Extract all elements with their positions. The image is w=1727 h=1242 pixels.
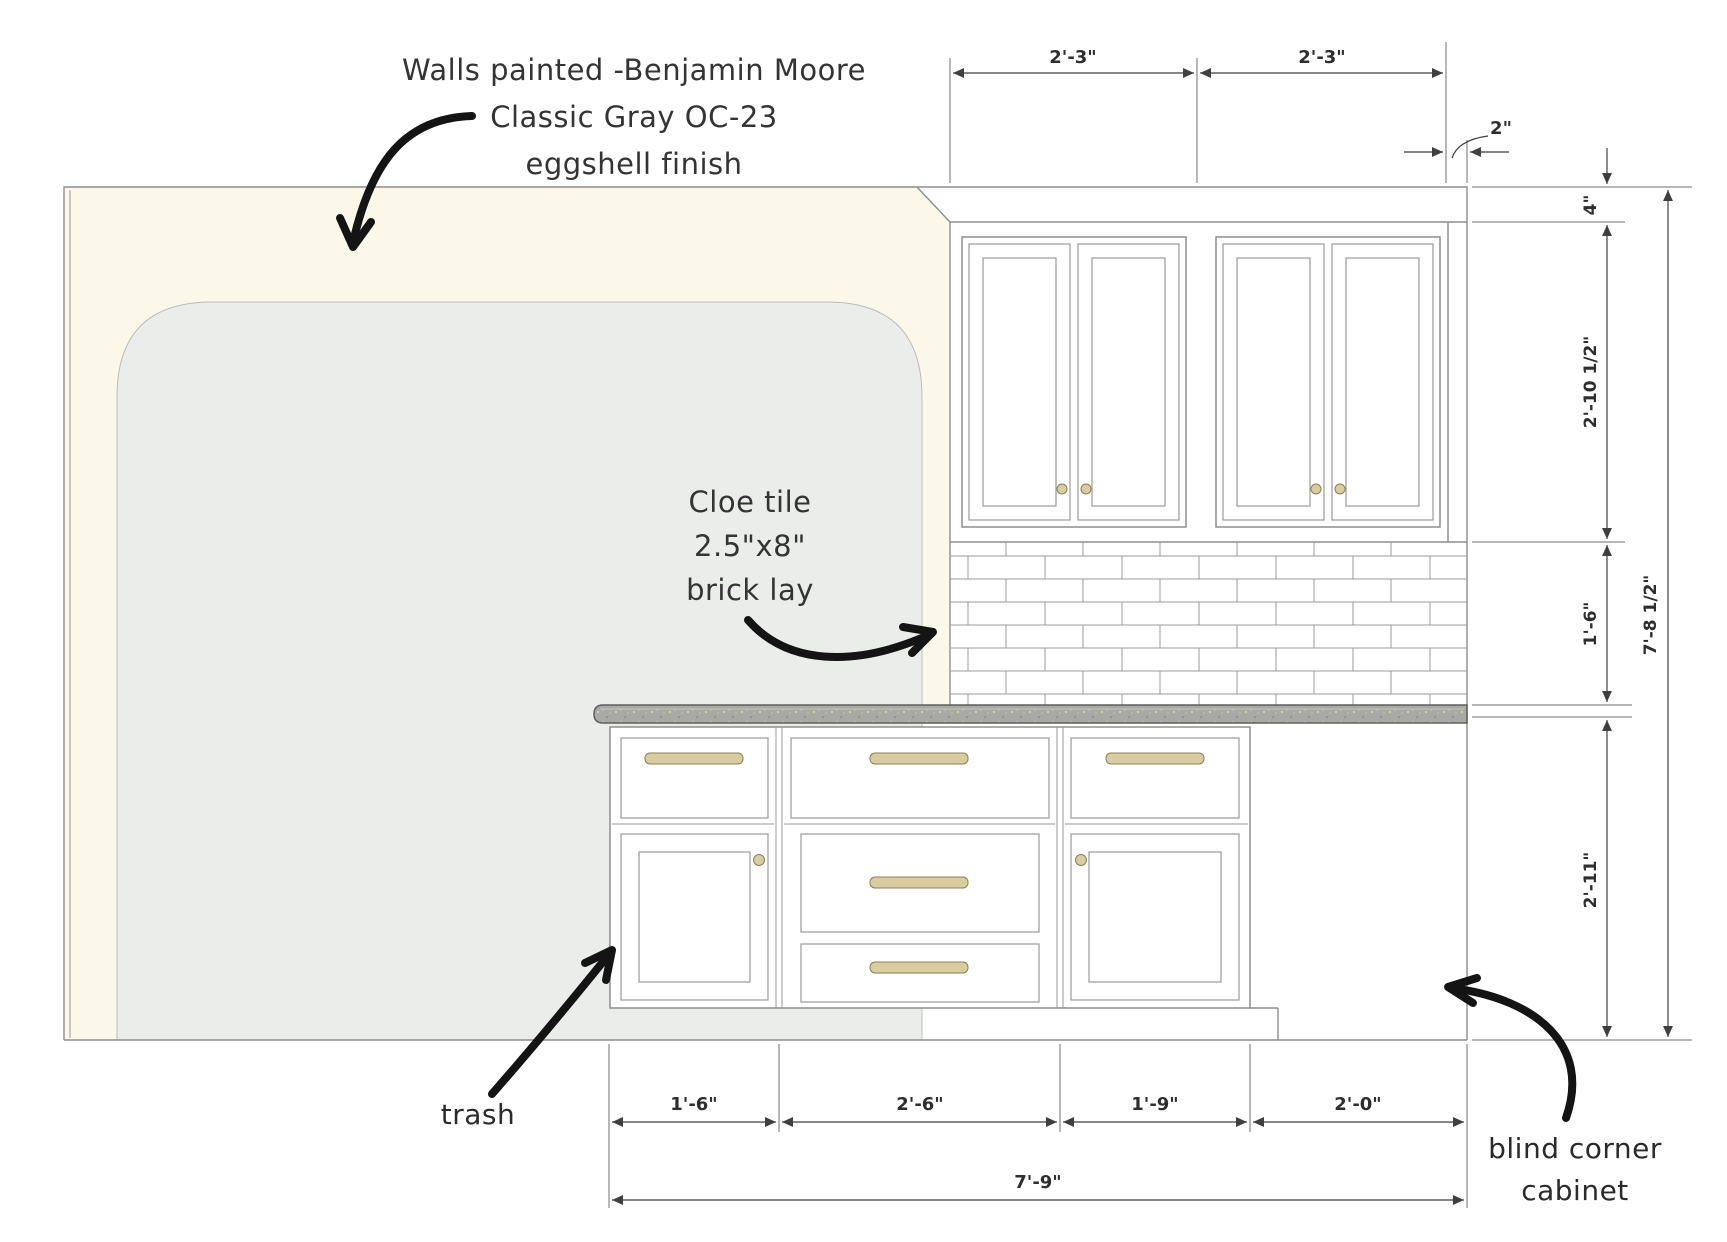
door-knob — [1080, 483, 1092, 495]
dim-upper-height: 2'-10 1/2" — [1581, 336, 1601, 428]
annotation-text: Walls painted -Benjamin Moore — [402, 53, 866, 87]
arrow-head-icon — [899, 623, 937, 657]
annotation-trash: trash — [441, 946, 616, 1131]
annotation-text: eggshell finish — [525, 147, 742, 181]
dim-door-width: 1'-9" — [1131, 1094, 1178, 1115]
dim-soffit: 4" — [1581, 195, 1601, 216]
door-cabinet — [1070, 833, 1240, 1001]
annotation-tile: Cloe tile 2.5"x8" brick lay — [686, 485, 937, 661]
dim-backsplash: 1'-6" — [1581, 602, 1601, 647]
drawer-handle — [1105, 752, 1205, 765]
drawer-front — [800, 833, 1040, 933]
upper-cabinet-run — [950, 221, 1467, 543]
arrow-head-icon — [336, 214, 375, 251]
arrow-head-icon — [1444, 974, 1481, 1007]
countertop — [593, 704, 1468, 724]
door-knob — [1056, 483, 1068, 495]
soffit-diagonal — [916, 186, 951, 223]
annotation-arrow — [744, 616, 928, 661]
door-knob — [1310, 483, 1322, 495]
cabinet-door — [968, 243, 1071, 521]
drawer-front — [790, 737, 1050, 819]
dim-base-height: 2'-11" — [1581, 852, 1601, 909]
annotation-blind-corner: blind corner cabinet — [1444, 974, 1662, 1207]
annotation-text: 2.5"x8" — [694, 529, 806, 563]
dim-upper-right: 2'-3" — [1298, 47, 1345, 68]
top-dimensions: 2'-3" 2'-3" 2" — [949, 42, 1512, 183]
right-dimensions: 4" 2'-10 1/2" 1'-6" 2'-11" 7'-8 1/2" — [1472, 148, 1692, 1041]
dim-trash-width: 1'-6" — [670, 1094, 717, 1115]
dim-drawer-width: 2'-6" — [896, 1094, 943, 1115]
annotation-text: trash — [441, 1098, 515, 1131]
drawer-handle — [869, 752, 969, 765]
drawer-stack — [800, 833, 1040, 1003]
drawer-row — [612, 737, 1248, 825]
annotation-arrow — [488, 954, 610, 1098]
arrow-head-icon — [581, 946, 616, 984]
annotation-text: Classic Gray OC-23 — [490, 100, 778, 134]
annotation-text: brick lay — [686, 573, 814, 607]
annotation-arrow — [1454, 985, 1577, 1122]
drawer-front — [1070, 737, 1240, 819]
drawer-handle — [644, 752, 744, 765]
base-cabinet-run — [609, 726, 1279, 1040]
door-knob — [1334, 483, 1346, 495]
trash-cabinet-door — [620, 833, 769, 1001]
toe-kick — [1250, 1007, 1279, 1040]
door-knob — [1075, 854, 1087, 866]
backsplash-tile — [950, 542, 1467, 712]
door-knob — [753, 854, 765, 866]
annotation-text: blind corner — [1488, 1132, 1662, 1165]
drawer-handle — [869, 961, 969, 974]
annotation-wall-paint: Walls painted -Benjamin Moore Classic Gr… — [336, 53, 866, 251]
upper-cabinet-right — [1215, 236, 1441, 528]
annotation-arrow — [350, 112, 476, 242]
annotation-text: Cloe tile — [689, 485, 812, 519]
cabinet-door — [1077, 243, 1180, 521]
dim-filler: 2" — [1490, 118, 1512, 139]
bottom-dimensions: 1'-6" 2'-6" 1'-9" 2'-0" 7'-9" — [608, 1044, 1468, 1208]
upper-cabinet-left — [961, 236, 1187, 528]
dim-overall-height: 7'-8 1/2" — [1641, 575, 1661, 656]
cabinet-door — [1331, 243, 1434, 521]
annotation-text: cabinet — [1521, 1174, 1629, 1207]
dim-overall-width: 7'-9" — [1014, 1172, 1061, 1193]
drawer-front — [800, 943, 1040, 1003]
dim-blind-width: 2'-0" — [1334, 1094, 1381, 1115]
dim-upper-left: 2'-3" — [1049, 47, 1096, 68]
trash-drawer-front — [620, 737, 769, 819]
cabinet-door — [1222, 243, 1325, 521]
drawer-handle — [869, 876, 969, 889]
